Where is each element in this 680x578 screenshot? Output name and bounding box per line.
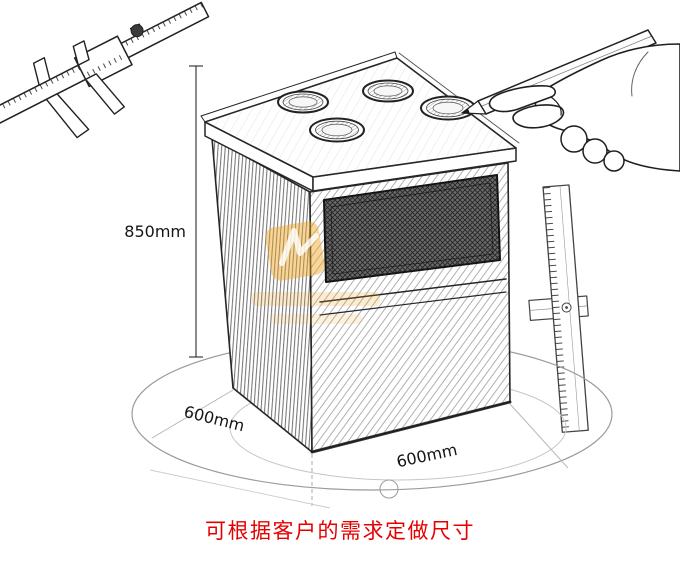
caster-circle: [379, 479, 399, 499]
caliper-thumb-screw: [130, 24, 144, 38]
steel-rule-icon: [528, 184, 589, 433]
guide-line: [149, 469, 331, 509]
cabinet-rail-line: [319, 278, 507, 303]
curled-finger: [560, 125, 588, 153]
guide-line: [151, 389, 234, 439]
height-dimension-label: 850mm: [124, 222, 186, 241]
wrist-crease: [631, 51, 649, 97]
watermark-logo: [252, 221, 380, 324]
depth-dimension-label: 600mm: [182, 402, 246, 435]
caliper-fixed-jaw: [45, 93, 90, 139]
cabinet-rail-line: [319, 291, 507, 316]
width-dimension-label: 600mm: [395, 440, 459, 471]
hand-thumb: [512, 104, 565, 129]
hand-holding-pencil-icon: [461, 29, 680, 172]
guide-line: [509, 403, 569, 469]
hand-index-finger: [488, 85, 556, 113]
watermark-text-band: [252, 292, 380, 306]
custom-size-caption: 可根据客户的需求定做尺寸: [205, 520, 475, 543]
curled-finger: [603, 150, 625, 172]
round-opening: [277, 90, 329, 114]
cabinet-sketch: [200, 51, 520, 454]
pencil-lead: [462, 108, 470, 114]
watermark-text-band: [270, 314, 362, 324]
round-opening: [420, 95, 476, 121]
vernier-caliper-icon: [0, 1, 210, 139]
caliper-sliding-jaw: [84, 73, 125, 115]
curled-finger: [582, 138, 608, 164]
round-opening: [309, 117, 365, 143]
round-opening: [362, 79, 414, 103]
